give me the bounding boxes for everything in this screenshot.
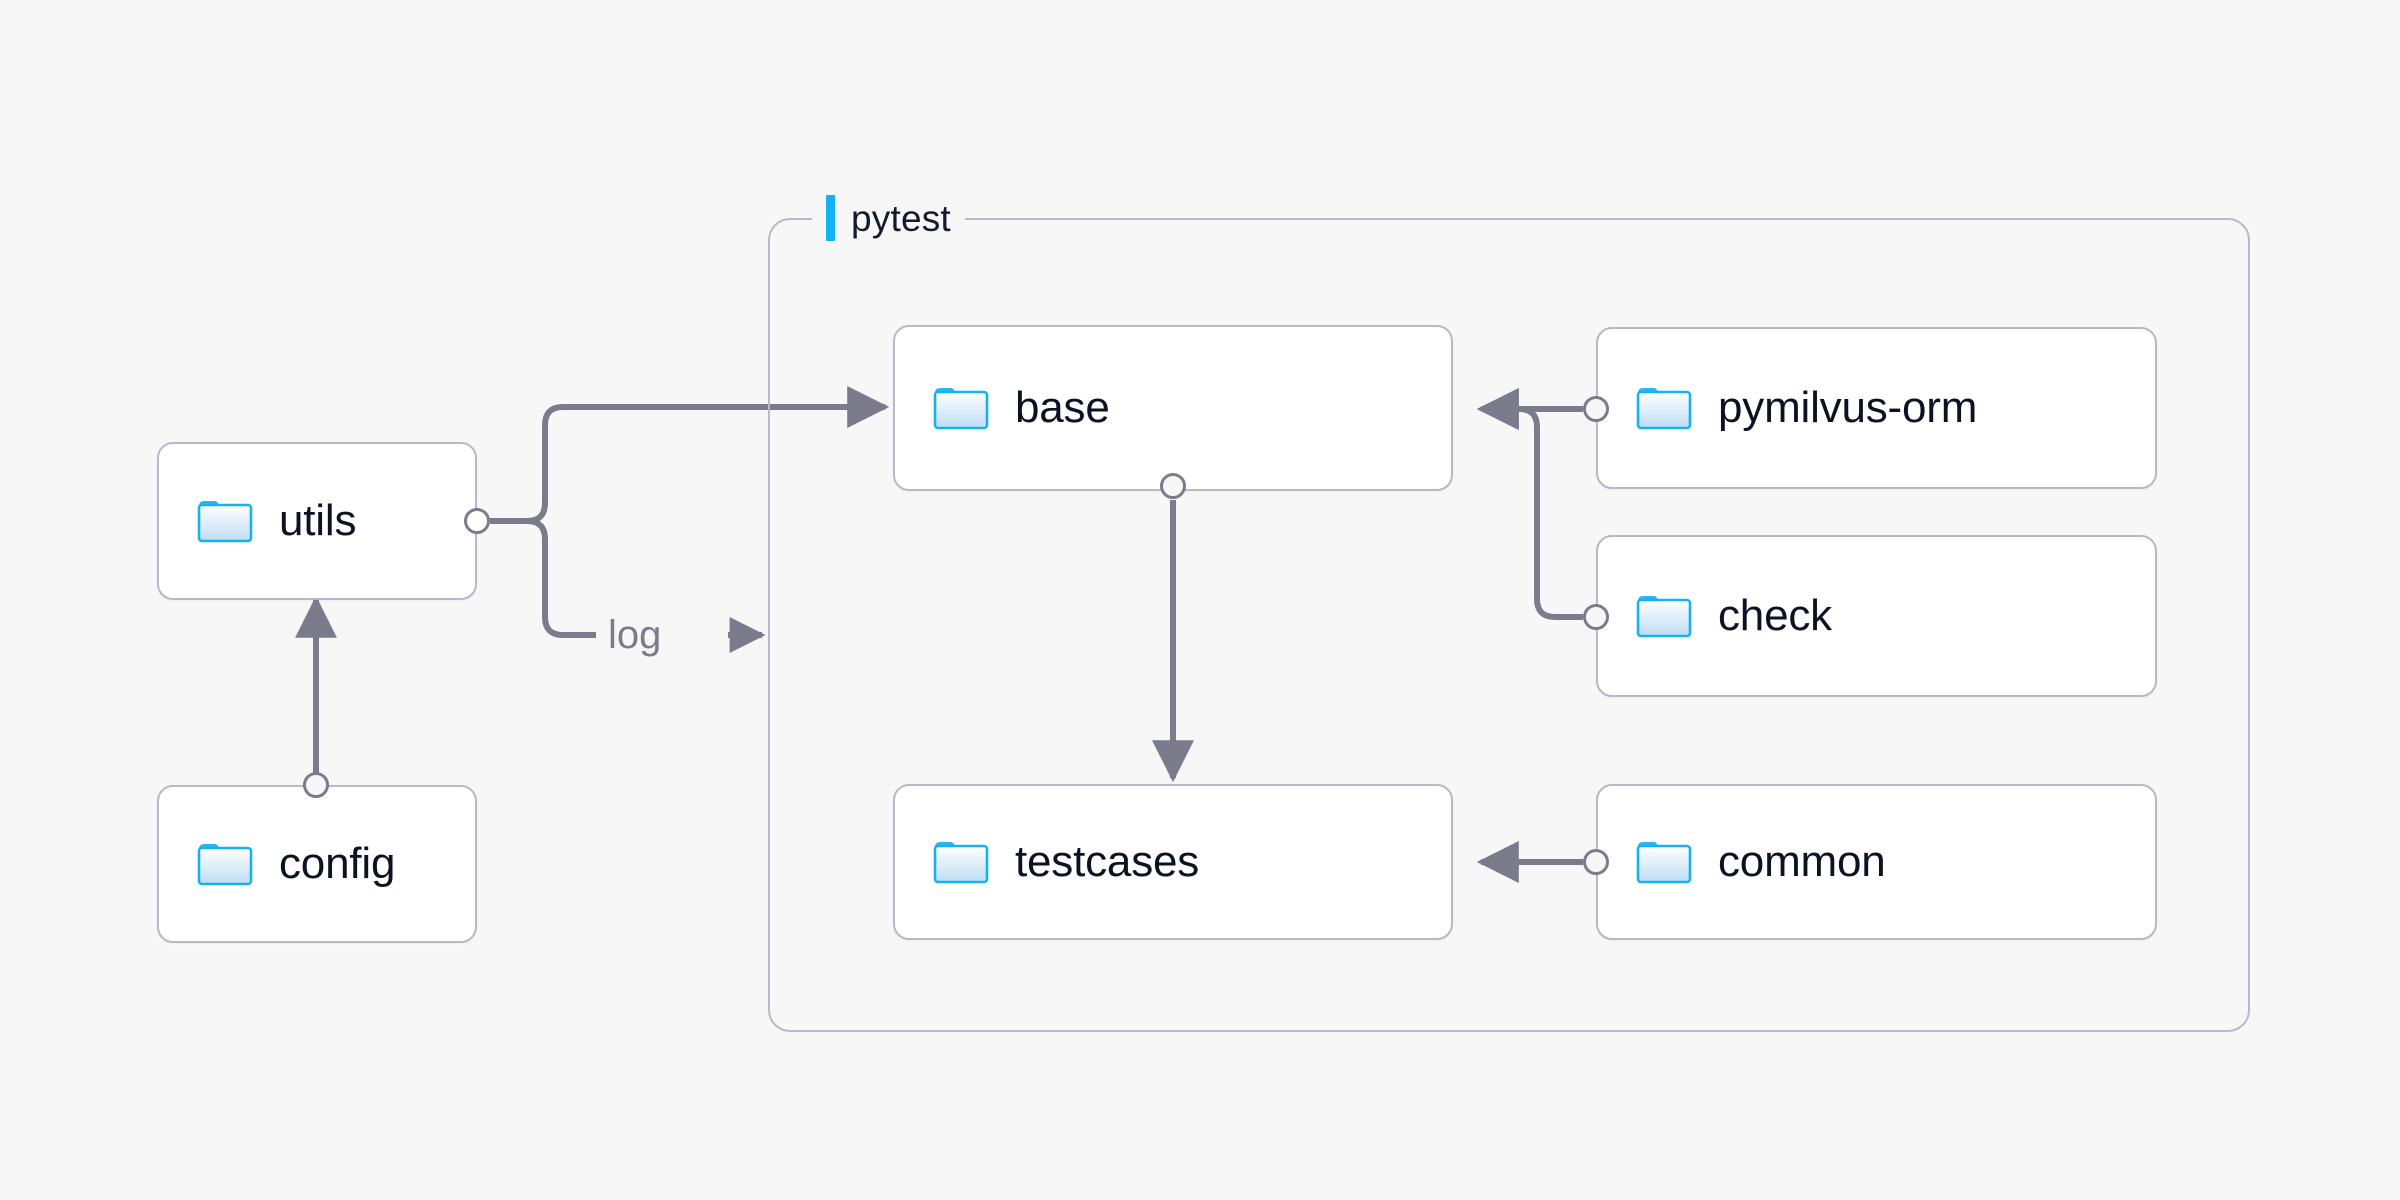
node-pymilvus-orm[interactable]: pymilvus-orm	[1596, 327, 2157, 489]
port-config-top[interactable]	[303, 772, 329, 798]
node-config-label: config	[279, 839, 396, 888]
folder-icon	[197, 501, 253, 543]
port-check-left[interactable]	[1583, 604, 1609, 630]
folder-icon	[1636, 388, 1692, 430]
node-utils[interactable]: utils	[157, 442, 477, 600]
folder-icon	[1636, 842, 1692, 884]
port-pymilvus-orm-left[interactable]	[1583, 396, 1609, 422]
node-testcases-label: testcases	[1015, 837, 1200, 886]
pytest-group	[768, 218, 2250, 1032]
port-common-left[interactable]	[1583, 849, 1609, 875]
node-config[interactable]: config	[157, 785, 477, 943]
edge-label-log: log	[608, 613, 662, 657]
folder-icon	[1636, 596, 1692, 638]
node-base[interactable]: base	[893, 325, 1453, 491]
node-testcases[interactable]: testcases	[893, 784, 1453, 940]
folder-icon	[933, 842, 989, 884]
node-common-label: common	[1718, 837, 1886, 886]
pytest-group-label: pytest	[812, 195, 965, 241]
pytest-group-label-text: pytest	[851, 197, 951, 239]
port-base-bottom[interactable]	[1160, 473, 1186, 499]
wire-utils-to-log	[526, 518, 596, 638]
node-utils-label: utils	[279, 496, 357, 545]
port-utils-right[interactable]	[464, 508, 490, 534]
node-check-label: check	[1718, 591, 1832, 640]
node-common[interactable]: common	[1596, 784, 2157, 940]
node-base-label: base	[1015, 383, 1110, 432]
accent-bar-icon	[826, 195, 835, 241]
node-check[interactable]: check	[1596, 535, 2157, 697]
folder-icon	[197, 844, 253, 886]
node-pymilvus-orm-label: pymilvus-orm	[1718, 383, 1978, 432]
folder-icon	[933, 388, 989, 430]
